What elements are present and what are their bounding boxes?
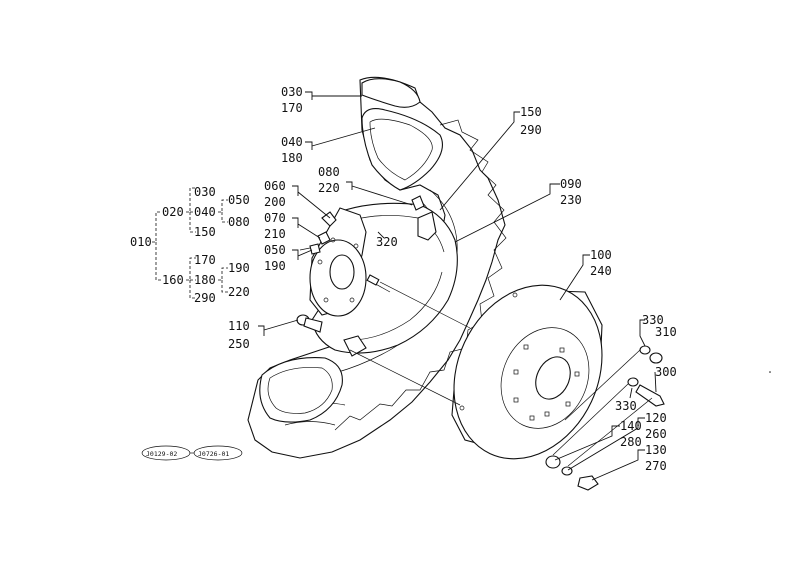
tree-g2-c: 290 [194, 291, 216, 305]
callout-310: 310 [655, 325, 677, 339]
tree-g1-a: 030 [194, 185, 216, 199]
tree-group-2: 160 [162, 273, 184, 287]
valve-stem-hardware [299, 211, 337, 255]
tire-bead-section-top [361, 78, 443, 191]
callout-100: 100 [590, 248, 612, 262]
callout-300: 300 [655, 365, 677, 379]
callout-200: 200 [264, 195, 286, 209]
callout-170: 170 [281, 101, 303, 115]
tree-root: 010 [130, 235, 152, 249]
callout-190: 190 [264, 259, 286, 273]
callout-070: 070 [264, 211, 286, 225]
callout-220: 220 [318, 181, 340, 195]
callout-030: 030 [281, 85, 303, 99]
callout-150: 150 [520, 105, 542, 119]
wheel-fasteners [545, 345, 665, 491]
tree-g2-d: 190 [228, 261, 250, 275]
tree-g2-e: 220 [228, 285, 250, 299]
callout-130: 130 [645, 443, 667, 457]
callout-labels: 030 170 040 180 150 290 080 220 090 230 … [228, 85, 677, 473]
tree-g2-a: 170 [194, 253, 216, 267]
callout-050: 050 [264, 243, 286, 257]
tree-g1-b: 040 [194, 205, 216, 219]
assembly-tree: 010 020 030 040 150 050 080 160 170 180 … [130, 185, 250, 305]
ref-code-1: J0129-02 [146, 450, 177, 458]
callout-080: 080 [318, 165, 340, 179]
callout-330-top: 330 [642, 313, 664, 327]
drawing-references: J0129-02 J0726-01 [141, 445, 243, 461]
assembly-lines [349, 281, 653, 467]
callout-230: 230 [560, 193, 582, 207]
callout-250: 250 [228, 337, 250, 351]
callout-260: 260 [645, 427, 667, 441]
wheel-disc [451, 284, 603, 460]
ref-code-2: J0726-01 [198, 450, 229, 458]
callout-320: 320 [376, 235, 398, 249]
tree-g2-b: 180 [194, 273, 216, 287]
callout-140: 140 [620, 419, 642, 433]
callout-330-bottom: 330 [615, 399, 637, 413]
tree-g1-e: 080 [228, 215, 250, 229]
callout-280: 280 [620, 435, 642, 449]
tree-g1-d: 050 [228, 193, 250, 207]
hub-center-plate [309, 195, 437, 357]
callout-240: 240 [590, 264, 612, 278]
leader-lines [258, 91, 657, 481]
callout-110: 110 [228, 319, 250, 333]
callout-270: 270 [645, 459, 667, 473]
callout-290: 290 [520, 123, 542, 137]
callout-180: 180 [281, 151, 303, 165]
tire-bead-section-bottom [259, 357, 343, 423]
callout-210: 210 [264, 227, 286, 241]
tree-group-1: 020 [162, 205, 184, 219]
callout-060: 060 [264, 179, 286, 193]
callout-090: 090 [560, 177, 582, 191]
stray-mark [769, 371, 771, 373]
callout-040: 040 [281, 135, 303, 149]
callout-120: 120 [645, 411, 667, 425]
tree-g1-c: 150 [194, 225, 216, 239]
